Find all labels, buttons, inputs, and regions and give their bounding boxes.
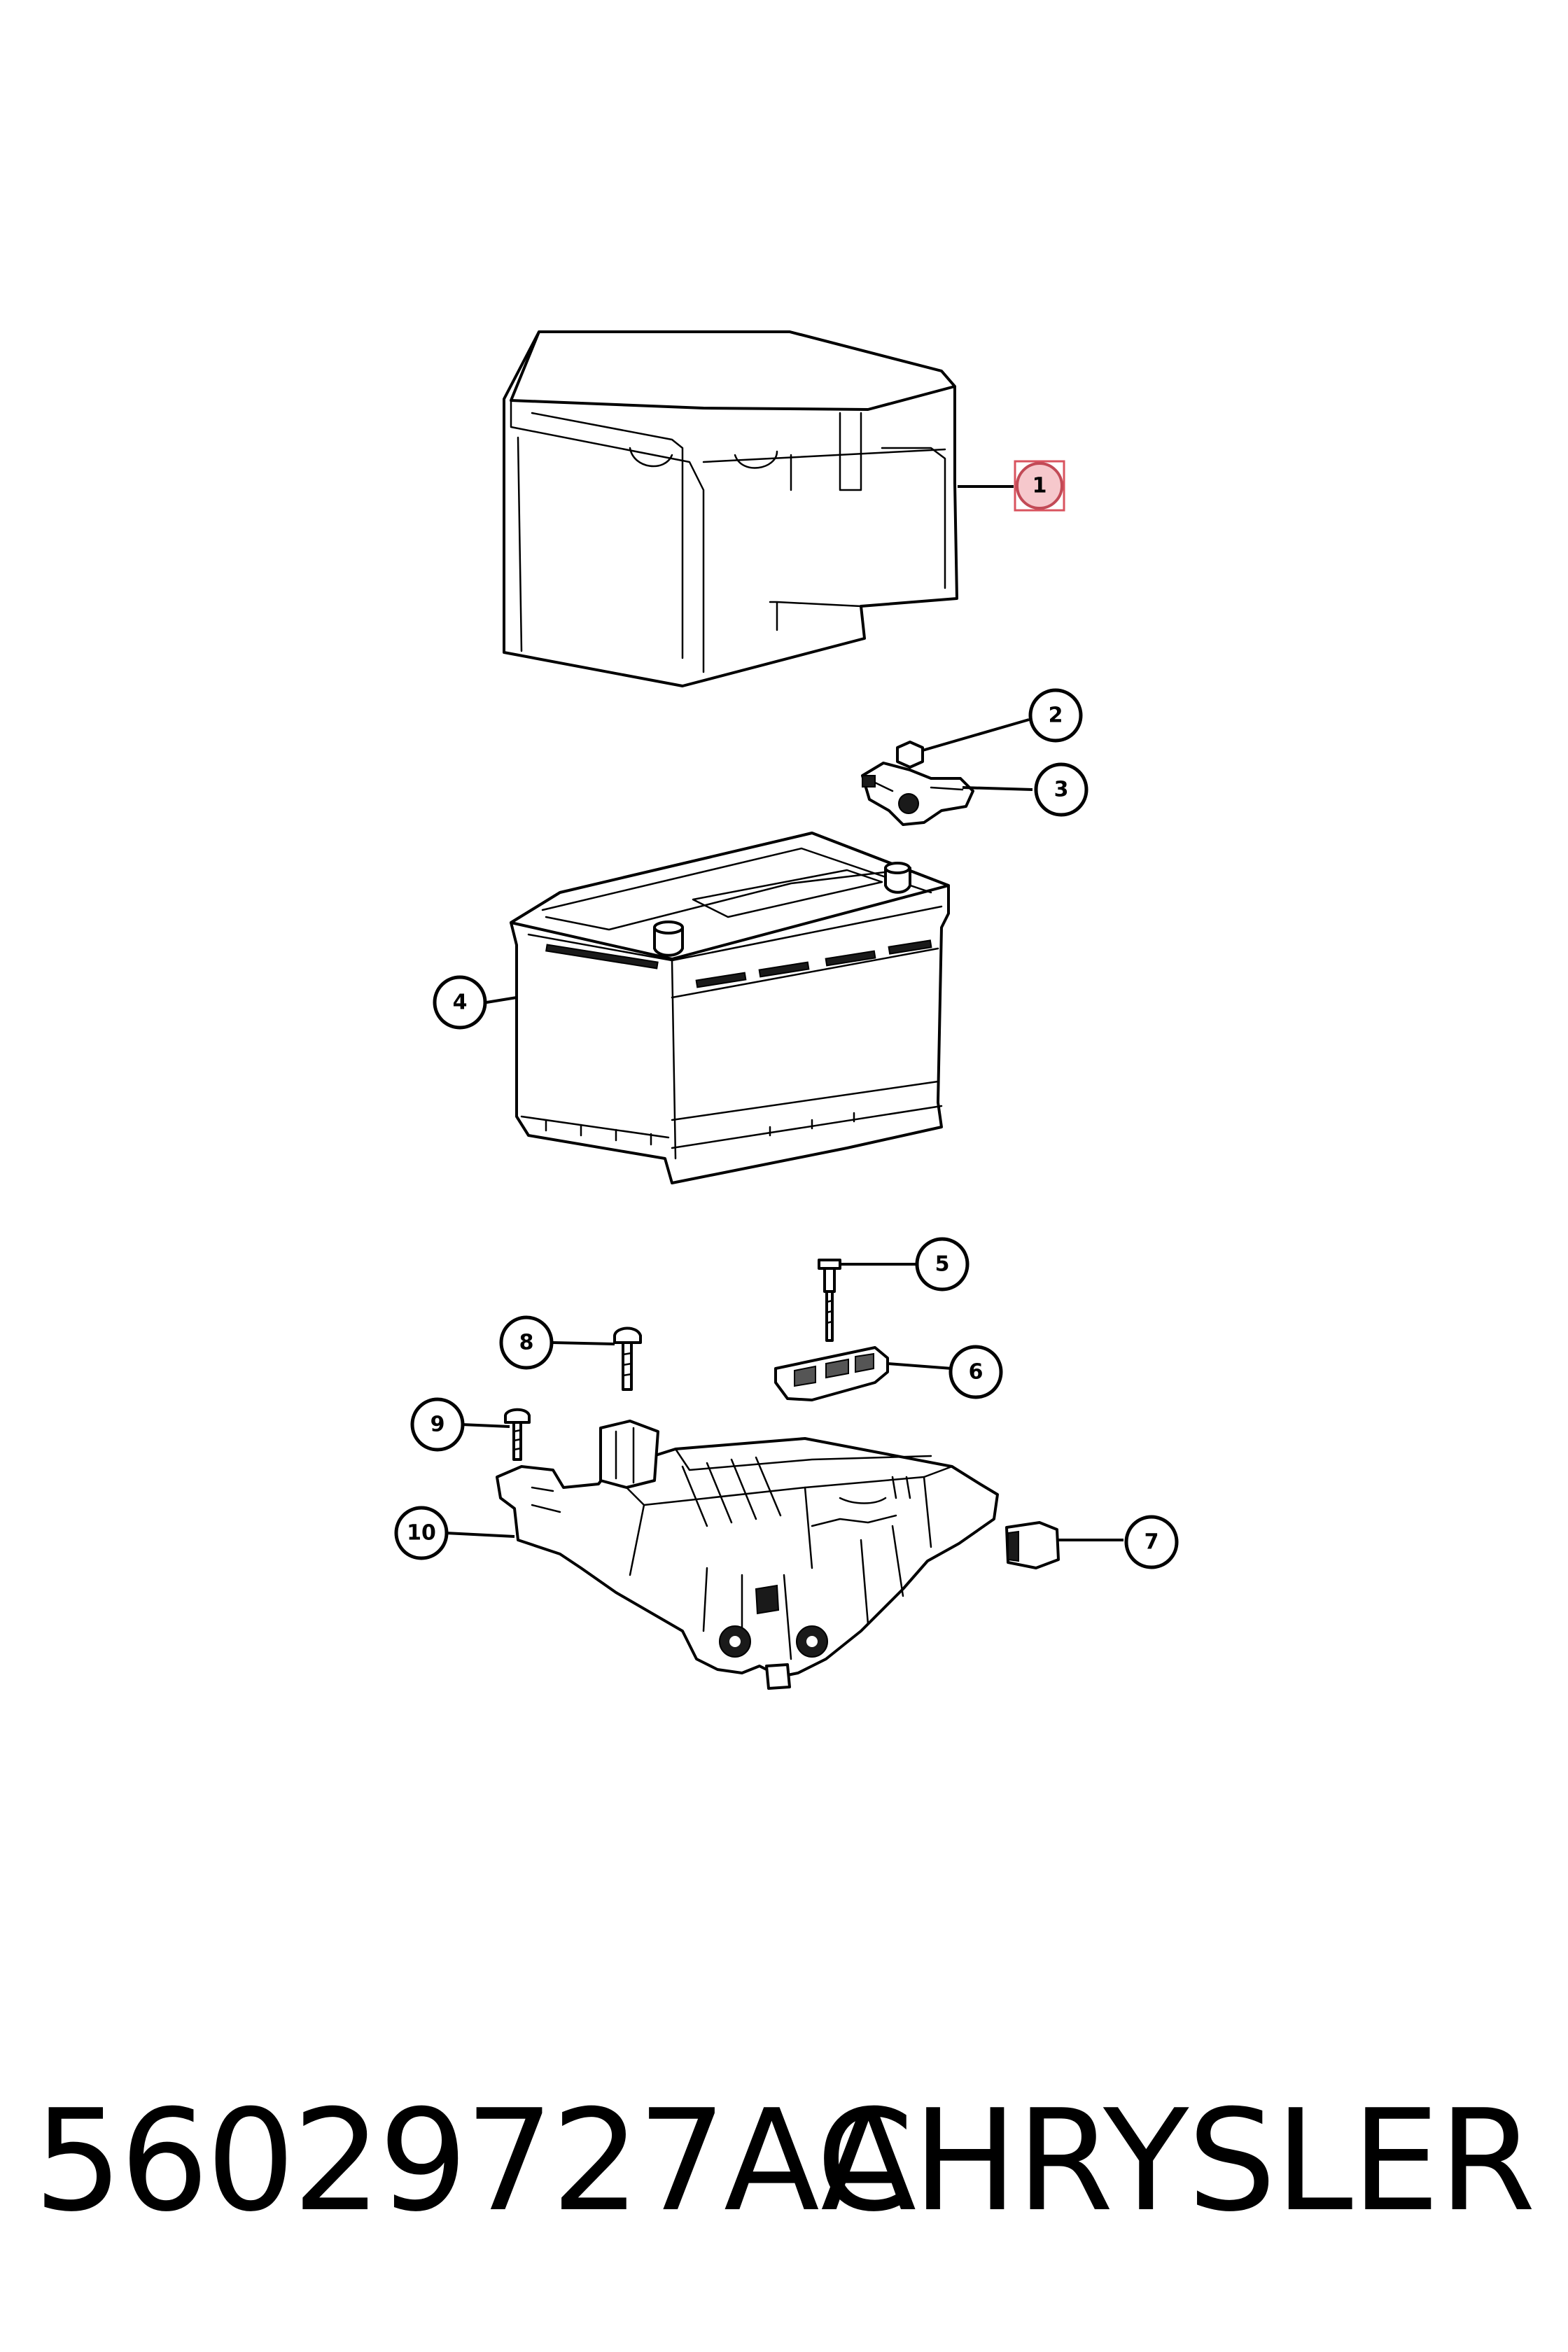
leader-lines bbox=[445, 485, 1124, 1541]
callout-label: 10 bbox=[407, 1521, 436, 1546]
hold-down-clamp bbox=[774, 1346, 889, 1401]
callout-8[interactable]: 8 bbox=[499, 1315, 554, 1370]
callout-7[interactable]: 7 bbox=[1124, 1515, 1179, 1569]
callout-label: 4 bbox=[453, 990, 468, 1015]
battery bbox=[510, 832, 950, 1184]
callout-label: 7 bbox=[1144, 1530, 1159, 1555]
callout-2[interactable]: 2 bbox=[1028, 688, 1083, 743]
callout-label: 2 bbox=[1049, 704, 1063, 728]
part-number: 56029727AA bbox=[34, 2080, 916, 2243]
callout-label: 8 bbox=[519, 1331, 534, 1355]
callout-label: 3 bbox=[1054, 778, 1069, 802]
callout-label: 1 bbox=[1032, 474, 1047, 498]
callout-3[interactable]: 3 bbox=[1034, 762, 1088, 817]
callout-1[interactable]: 1 bbox=[1014, 460, 1065, 512]
callout-label: 6 bbox=[969, 1360, 983, 1385]
battery-cover bbox=[503, 330, 958, 687]
callout-label: 5 bbox=[935, 1252, 950, 1277]
callout-5[interactable]: 5 bbox=[915, 1237, 969, 1292]
callout-10[interactable]: 10 bbox=[394, 1506, 449, 1560]
flange-bolt bbox=[613, 1326, 642, 1391]
callout-4[interactable]: 4 bbox=[433, 975, 487, 1030]
tray-clip bbox=[1005, 1521, 1060, 1569]
brand-name: CHRYSLER bbox=[816, 2080, 1536, 2243]
hold-down-bolt bbox=[818, 1259, 841, 1342]
callout-label: 9 bbox=[430, 1413, 445, 1437]
terminal-nut bbox=[896, 741, 924, 769]
callout-9[interactable]: 9 bbox=[410, 1397, 465, 1452]
callout-6[interactable]: 6 bbox=[948, 1345, 1003, 1399]
terminal-clamp bbox=[861, 762, 974, 826]
screw bbox=[504, 1408, 531, 1461]
battery-tray bbox=[496, 1420, 999, 1690]
